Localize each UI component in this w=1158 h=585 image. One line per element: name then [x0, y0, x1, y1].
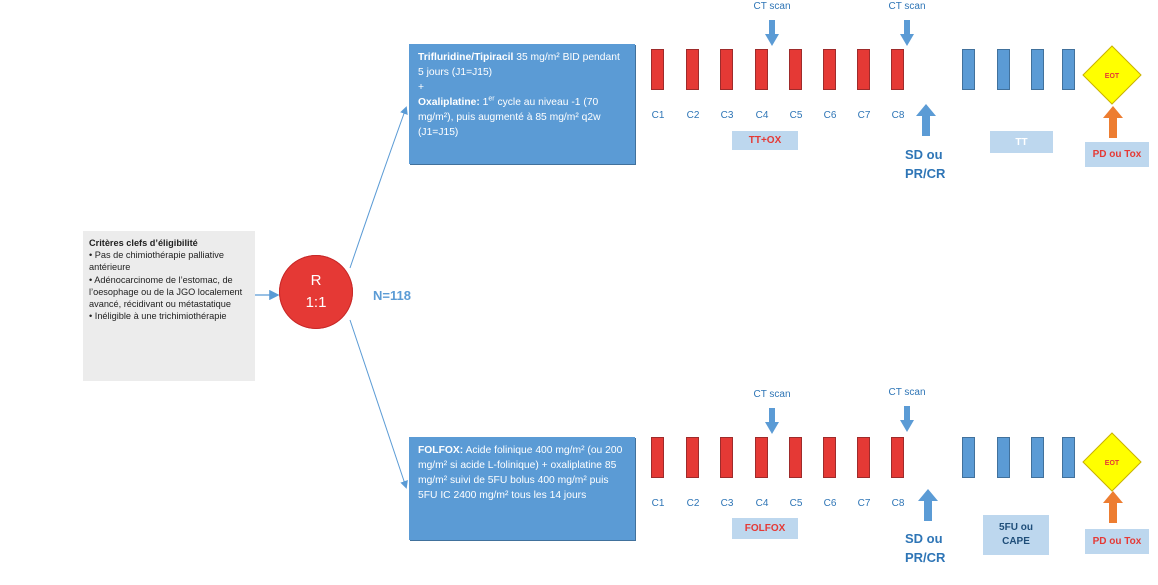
- response-label-line: SD ou: [905, 147, 943, 162]
- maintenance-cycle-bar: [997, 49, 1010, 90]
- cycle-bar: [857, 437, 870, 478]
- cycle-label: C5: [789, 110, 803, 121]
- cycle-bar: [857, 49, 870, 90]
- sample-size-label: N=118: [373, 288, 411, 303]
- cycle-label: C8: [891, 498, 905, 509]
- cycle-label: C5: [789, 498, 803, 509]
- eot-label: EOT: [1105, 460, 1120, 467]
- cycle-bar: [720, 437, 733, 478]
- plus-sign: +: [418, 82, 425, 93]
- progression-label: PD ou Tox: [1085, 142, 1149, 167]
- maintenance-cycle-bar: [962, 437, 975, 478]
- cycle-label: C1: [651, 110, 665, 121]
- cycle-label: C2: [686, 498, 700, 509]
- arm-bottom-regimen-box: FOLFOX: Acide folinique 400 mg/m² (ou 20…: [409, 437, 635, 540]
- drug-dose: cycle au niveau -1 (70 mg/m²), puis augm…: [418, 97, 601, 138]
- maintenance-cycle-bar: [1031, 437, 1044, 478]
- drug-name: Oxaliplatine:: [418, 97, 480, 108]
- cycle-bar: [720, 49, 733, 90]
- arrow-down-icon: [900, 406, 914, 432]
- cycle-bar: [789, 49, 802, 90]
- cycle-bar: [823, 437, 836, 478]
- cycle-bar: [651, 437, 664, 478]
- induction-label: TT+OX: [732, 131, 798, 150]
- maintenance-label: TT: [990, 131, 1053, 153]
- cycle-label: C4: [755, 110, 769, 121]
- maintenance-cycle-bar: [1031, 49, 1044, 90]
- cycle-bar: [755, 437, 768, 478]
- cycle-bar: [891, 437, 904, 478]
- arm-top-regimen-box: Trifluridine/Tipiracil 35 mg/m² BID pend…: [409, 44, 635, 164]
- arrow-up-icon: [918, 489, 938, 521]
- response-label-line: SD ou: [905, 531, 943, 546]
- maintenance-label: 5FU ou CAPE: [983, 515, 1049, 555]
- cycle-label: C7: [857, 498, 871, 509]
- cycle-bar: [891, 49, 904, 90]
- maintenance-cycle-bar: [997, 437, 1010, 478]
- randomization-ratio: 1:1: [305, 294, 327, 311]
- response-label-line: PR/CR: [905, 550, 946, 565]
- cycle-label: C1: [651, 498, 665, 509]
- maintenance-cycle-bar: [1062, 49, 1075, 90]
- ct-scan-label: CT scan: [888, 1, 926, 12]
- cycle-label: C2: [686, 110, 700, 121]
- eot-label: EOT: [1105, 73, 1120, 80]
- cycle-label: C3: [720, 498, 734, 509]
- arrow-up-icon: [1103, 491, 1123, 523]
- arrow-down-icon: [765, 20, 779, 46]
- arm-top-connector: [349, 106, 408, 269]
- cycle-bar: [686, 437, 699, 478]
- ct-scan-label: CT scan: [753, 1, 791, 12]
- superscript: er: [488, 95, 495, 103]
- eligibility-criteria-title: Critères clefs d’éligibilité: [89, 238, 198, 248]
- progression-label: PD ou Tox: [1085, 529, 1149, 554]
- eligibility-criteria-box: Critères clefs d’éligibilité • Pas de ch…: [83, 231, 255, 381]
- randomization-label: R: [310, 272, 322, 289]
- drug-name: FOLFOX:: [418, 445, 464, 456]
- cycle-label: C6: [823, 498, 837, 509]
- criteria-item: • Adénocarcinome de l’estomac, de l’oeso…: [89, 274, 243, 310]
- response-label: SD ou PR/CR: [905, 145, 945, 183]
- maintenance-label-line: CAPE: [1002, 536, 1030, 547]
- cycle-label: C8: [891, 110, 905, 121]
- cycle-label: C4: [755, 498, 769, 509]
- cycle-label: C7: [857, 110, 871, 121]
- drug-dose: 35 mg/m² BID pendant 5 jours (J1=J15): [418, 52, 620, 78]
- drug-dose: 1: [479, 97, 489, 108]
- cycle-label: C6: [823, 110, 837, 121]
- cycle-bar: [686, 49, 699, 90]
- arrow-down-icon: [765, 408, 779, 434]
- response-label: SD ou PR/CR: [905, 529, 945, 567]
- response-label-line: PR/CR: [905, 166, 946, 181]
- eot-diamond-icon: EOT: [1082, 45, 1142, 105]
- cycle-bar: [651, 49, 664, 90]
- maintenance-label-line: 5FU ou: [999, 522, 1033, 533]
- cycle-bar: [789, 437, 802, 478]
- maintenance-cycle-bar: [962, 49, 975, 90]
- criteria-item: • Inéligible à une trichimiothérapie: [89, 311, 227, 322]
- criteria-item: • Pas de chimiothérapie palliative antér…: [89, 250, 224, 273]
- arrow-up-icon: [916, 104, 936, 136]
- drug-dose: Acide folinique 400 mg/m² (ou 200 mg/m² …: [418, 445, 623, 501]
- cycle-bar: [755, 49, 768, 90]
- eot-diamond-icon: EOT: [1082, 432, 1142, 492]
- cycle-label: C3: [720, 110, 734, 121]
- induction-label: FOLFOX: [732, 518, 798, 539]
- cycle-bar: [823, 49, 836, 90]
- ct-scan-label: CT scan: [888, 387, 926, 398]
- arm-bottom-connector: [349, 319, 408, 489]
- ct-scan-label: CT scan: [753, 389, 791, 400]
- randomization-circle: R 1:1: [279, 255, 353, 329]
- arrow-down-icon: [900, 20, 914, 46]
- maintenance-cycle-bar: [1062, 437, 1075, 478]
- arrow-up-icon: [1103, 106, 1123, 138]
- drug-name: Trifluridine/Tipiracil: [418, 52, 514, 63]
